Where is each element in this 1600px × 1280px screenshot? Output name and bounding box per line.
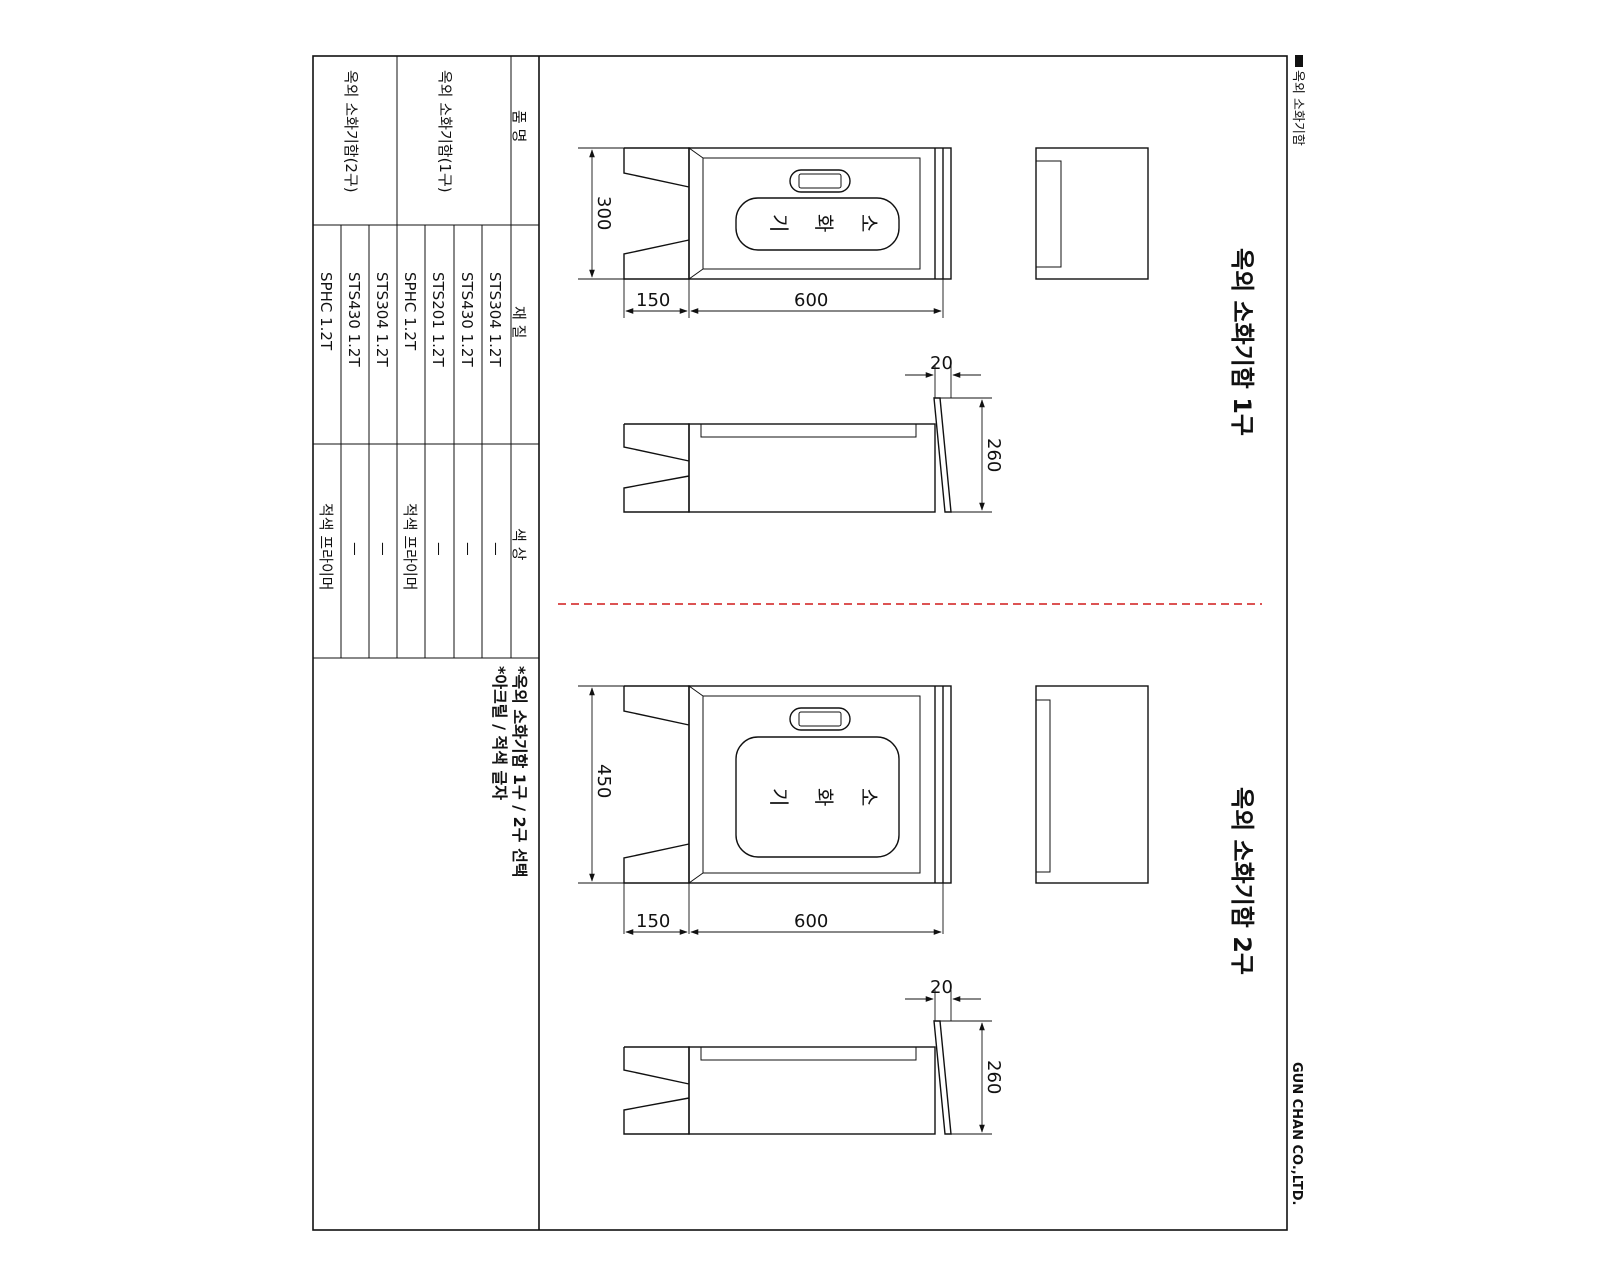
cell-color: ㅡ [429, 542, 447, 556]
cell-color: ㅡ [345, 542, 363, 556]
door-label-char: 소 [857, 214, 881, 232]
header-material: 재 질 [510, 306, 528, 338]
table-row: STS201 1.2T ㅡ [429, 272, 447, 556]
dim-height: 300 [593, 196, 614, 230]
cell-color: 적색 프라이머 [317, 503, 335, 591]
dimensions: 450 150 600 20 260 [578, 685, 1004, 1135]
door-label-char: 기 [767, 214, 791, 232]
cell-material: STS430 1.2T [345, 272, 363, 367]
drawing-frame [312, 55, 1288, 1231]
company-name: GUN CHAN CO.,LTD. [1289, 1062, 1304, 1205]
dim-body: 600 [794, 290, 828, 311]
dim-base: 150 [636, 911, 670, 932]
cell-material: STS201 1.2T [429, 272, 447, 367]
dimensions: 300 150 600 20 260 [578, 147, 1004, 513]
table-row: STS430 1.2T ㅡ [458, 272, 476, 556]
cell-color: 적색 프라이머 [401, 503, 419, 591]
view-1cabinet: 옥외 소화기함 1구 소 화 기 [578, 147, 1256, 513]
cell-material: SPHC 1.2T [401, 272, 419, 351]
dim-side: 260 [983, 438, 1004, 472]
sheet-title: 옥외 소화기함 [1290, 70, 1305, 146]
view-2cabinet: 옥외 소화기함 2구 소 화 기 [578, 685, 1256, 1135]
side-view [623, 397, 952, 513]
table-row: STS304 1.2T ㅡ [486, 272, 504, 556]
cell-color: ㅡ [486, 542, 504, 556]
sheet-header: 옥외 소화기함 [1290, 55, 1305, 146]
group-name: 옥외 소화기함(1구) [436, 70, 454, 193]
header-color: 색 상 [510, 528, 528, 561]
table-row: SPHC 1.2T 적색 프라이머 [317, 272, 335, 591]
right-view [1035, 147, 1149, 280]
right-view [1035, 685, 1149, 884]
table-row: SPHC 1.2T 적색 프라이머 [401, 272, 419, 591]
dim-body: 600 [794, 911, 828, 932]
door-label-char: 화 [812, 214, 836, 232]
door-label-char: 소 [857, 788, 881, 806]
spec-table: 품 명 재 질 색 상 옥외 소화기함(1구) 옥외 소화기함(2구) STS3… [313, 56, 539, 878]
square-bullet-icon [1295, 55, 1303, 67]
table-row: STS430 1.2T ㅡ [345, 272, 363, 556]
front-view: 소 화 기 [623, 685, 952, 884]
group-name: 옥외 소화기함(2구) [342, 70, 360, 193]
cell-color: ㅡ [373, 542, 391, 556]
note: *옥외 소화기함 1구 / 2구 선택 [510, 666, 529, 878]
dim-side: 260 [983, 1060, 1004, 1094]
dim-height: 450 [593, 764, 614, 798]
door-label-char: 화 [812, 788, 836, 806]
dim-thickness: 20 [930, 977, 953, 998]
dim-base: 150 [636, 290, 670, 311]
cell-material: SPHC 1.2T [317, 272, 335, 351]
header-name: 품 명 [510, 110, 528, 142]
front-view: 소 화 기 [623, 147, 952, 280]
door-label-char: 기 [767, 788, 791, 806]
table-row: STS304 1.2T ㅡ [373, 272, 391, 556]
cell-material: STS304 1.2T [486, 272, 504, 367]
side-view [623, 1020, 952, 1135]
cell-material: STS304 1.2T [373, 272, 391, 367]
view-title: 옥외 소화기함 2구 [1228, 787, 1256, 975]
note: *아크릴 / 적색 글자 [490, 666, 509, 800]
dim-thickness: 20 [930, 353, 953, 374]
view-title: 옥외 소화기함 1구 [1228, 248, 1256, 436]
cell-material: STS430 1.2T [458, 272, 476, 367]
cell-color: ㅡ [458, 542, 476, 556]
